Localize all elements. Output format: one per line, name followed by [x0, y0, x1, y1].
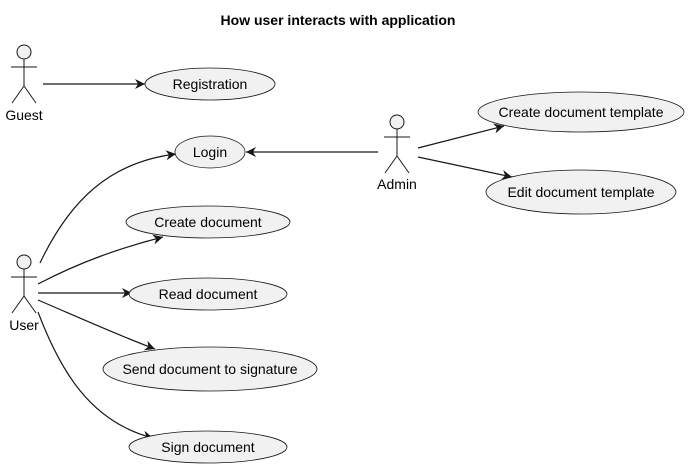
usecase-login: Login	[174, 135, 246, 169]
associations	[37, 79, 513, 441]
usecase-label: Read document	[159, 286, 258, 302]
usecase-label: Create document template	[499, 104, 664, 120]
actor-label: Guest	[5, 107, 42, 123]
usecase-create-document: Create document	[125, 205, 291, 239]
actor-label: Admin	[377, 176, 417, 192]
usecase-label: Registration	[173, 76, 248, 92]
actor-guest: Guest	[5, 44, 43, 123]
usecase-read-document: Read document	[128, 277, 288, 311]
association-user-sign-document	[37, 311, 154, 441]
association-user-send-document-to-signature	[37, 299, 156, 351]
actor-user: User	[9, 254, 39, 333]
usecase-create-document-template: Create document template	[477, 91, 685, 133]
usecase-label: Edit document template	[507, 184, 654, 200]
actor-figure-icon	[11, 44, 37, 104]
usecase-send-document-to-signature: Send document to signature	[102, 346, 318, 392]
actor-label: User	[9, 317, 39, 333]
usecase-edit-document-template: Edit document template	[485, 169, 677, 215]
association-user-create-document	[37, 234, 164, 285]
association-admin-edit-document-template	[417, 156, 513, 180]
usecase-label: Sign document	[161, 439, 255, 455]
usecase-label: Create document	[154, 214, 262, 230]
diagram-title: How user interacts with application	[221, 12, 456, 28]
association-user-login	[39, 150, 177, 264]
actor-figure-icon	[11, 254, 37, 314]
usecase-label: Login	[193, 144, 227, 160]
association-admin-create-document-template	[417, 123, 505, 149]
usecase-registration: Registration	[144, 67, 276, 101]
usecase-label: Send document to signature	[122, 361, 297, 377]
actor-admin: Admin	[377, 114, 417, 192]
actor-figure-icon	[384, 114, 410, 174]
usecase-sign-document: Sign document	[128, 430, 288, 464]
